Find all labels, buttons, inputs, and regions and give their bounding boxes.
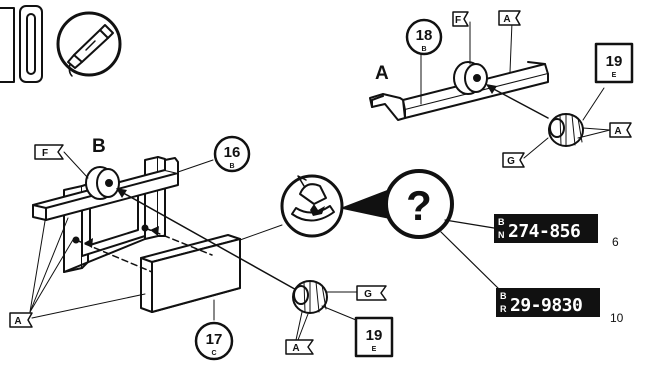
svg-text:G: G (507, 156, 515, 167)
part-callout-17: 17 C (194, 321, 234, 361)
part-number: 19 (366, 327, 383, 344)
plate-top-letter: B (500, 291, 507, 301)
assembly-label-b: B (92, 136, 106, 157)
plate-1: B N 274-856 6 (494, 214, 619, 249)
plate-2: B R 29-9830 10 (496, 288, 624, 325)
plate-number: 274-856 (508, 221, 580, 242)
flag-tag-f-top: F (452, 11, 469, 27)
assembly-b-drawing (29, 151, 359, 341)
glue-tube-icon (56, 11, 122, 77)
part-letter: E (372, 346, 377, 353)
plate-number: 29-9830 (510, 295, 582, 316)
part-callout-18: 18 B (405, 18, 443, 56)
plate-top-letter: B (498, 217, 505, 227)
part-callout-19-top: 19 E (594, 42, 634, 84)
svg-text:?: ? (406, 182, 432, 229)
part-letter: B (421, 46, 426, 53)
svg-text:F: F (455, 15, 461, 26)
plate-quantity: 10 (610, 311, 624, 325)
pointer-arrow-icon (342, 189, 391, 219)
leader-to-plate-2 (440, 231, 503, 293)
plate-quantity: 6 (612, 235, 619, 249)
part-letter: C (211, 350, 216, 357)
part-number: 17 (206, 331, 223, 348)
svg-text:A: A (503, 14, 510, 25)
flag-tag-a-top-right: A (609, 122, 632, 138)
svg-text:G: G (364, 289, 372, 300)
svg-text:A: A (614, 126, 621, 137)
svg-text:F: F (42, 148, 48, 159)
leader-to-plate-1 (444, 219, 495, 229)
svg-text:A: A (14, 316, 21, 327)
plate-bottom-letter: R (500, 304, 507, 314)
slot-bracket-icon (0, 5, 43, 83)
part-number: 18 (416, 27, 433, 44)
painting-tool-icon (280, 174, 344, 238)
plate-bottom-letter: N (498, 230, 505, 240)
part-number: 16 (224, 144, 241, 161)
part-number: 19 (606, 53, 623, 70)
part-callout-16: 16 B (213, 135, 251, 173)
flag-tag-a-left: A (9, 312, 33, 328)
question-icon: ? (384, 169, 454, 239)
flag-tag-a-bottom: A (285, 339, 314, 355)
svg-text:A: A (292, 343, 299, 354)
flag-tag-g-top: G (502, 152, 525, 168)
flag-tag-g-bottom: G (356, 285, 387, 301)
flag-tag-f-left: F (34, 144, 64, 160)
part-letter: E (612, 72, 617, 79)
part-letter: B (229, 163, 234, 170)
part-callout-19-bottom: 19 E (354, 316, 394, 358)
assembly-a-drawing (369, 21, 611, 159)
assembly-label-a: A (375, 63, 389, 84)
flag-tag-a-top: A (498, 10, 521, 26)
